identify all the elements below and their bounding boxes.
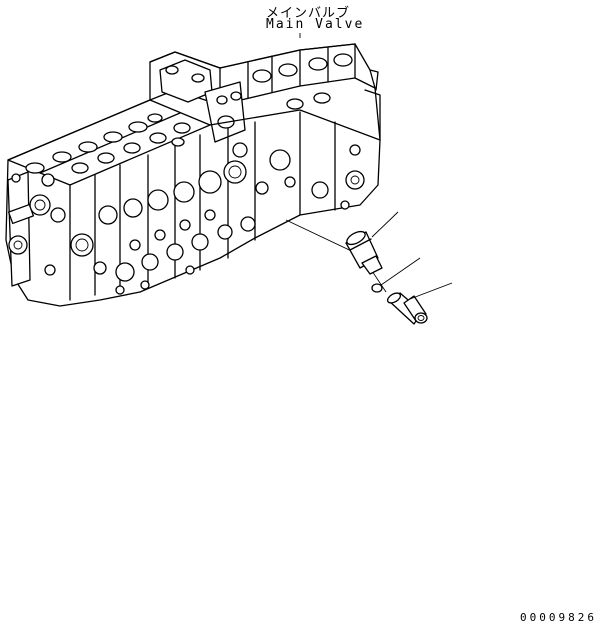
document-number: 00009826 [520,611,597,624]
part-title-english: Main Valve [266,17,365,32]
part-title-japanese: メインバルブ [266,6,351,21]
main-valve-body [5,43,381,307]
o-ring-callout-line [380,257,421,286]
o-ring [371,283,383,293]
sensor-callout-line [371,211,399,238]
pipe-fitting [386,292,428,325]
pressure-sensor [345,230,383,275]
fitting-callout-line [409,282,453,300]
spool-caps-row [50,142,365,257]
